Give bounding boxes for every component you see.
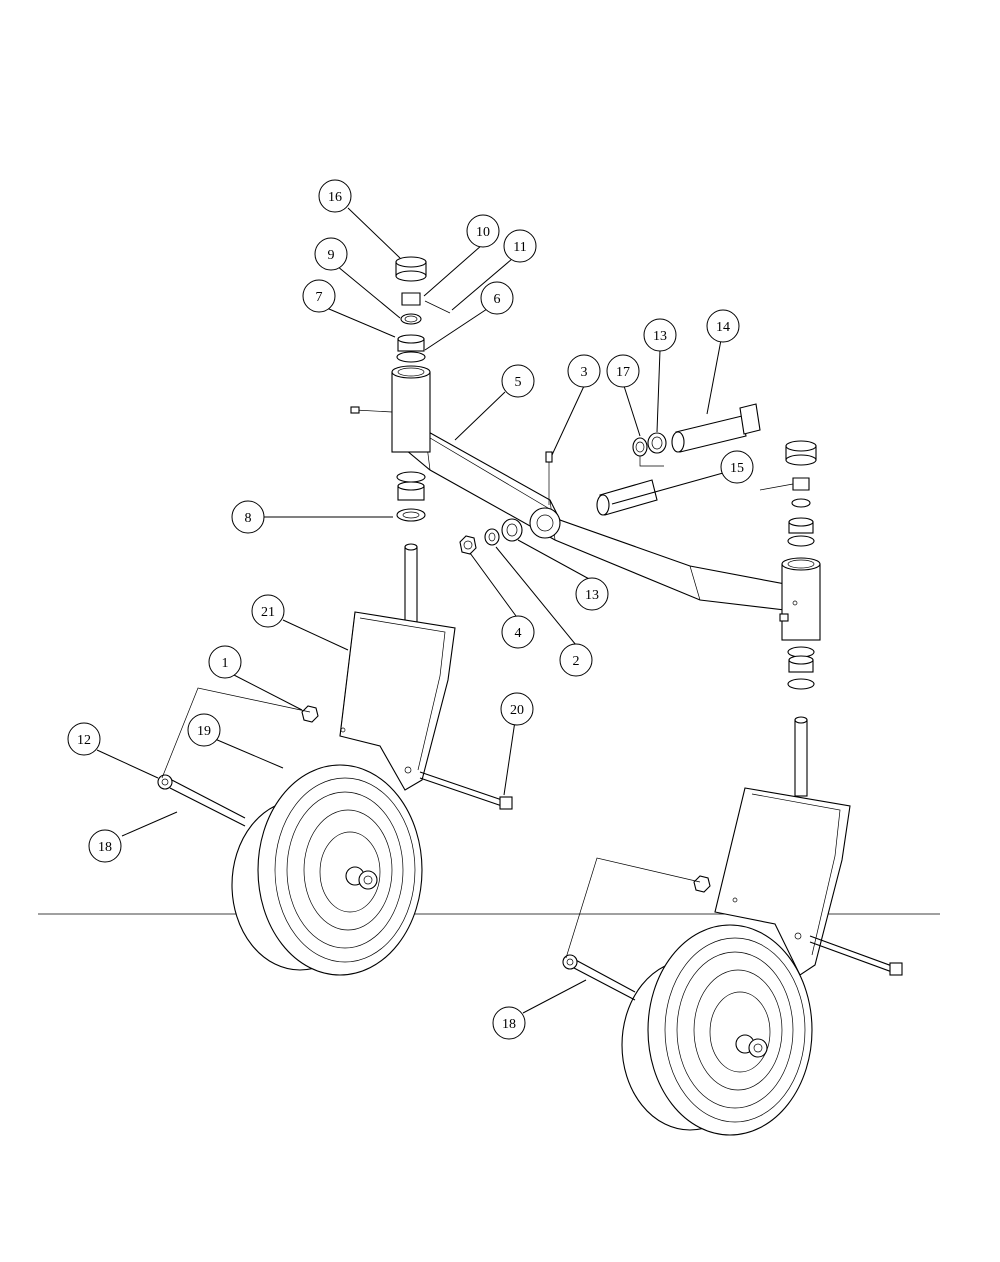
svg-text:11: 11: [513, 240, 526, 255]
callout-5: 5: [501, 364, 535, 398]
callout-12: 12: [67, 722, 101, 756]
callout-2: 2: [559, 643, 593, 677]
callout-10: 10: [466, 214, 500, 248]
left-wheel-axle: [157, 687, 311, 827]
right-spindle-housing: [779, 557, 821, 641]
left-lower-stack: [396, 471, 426, 522]
svg-text:7: 7: [316, 290, 323, 305]
callout-16: 16: [318, 179, 352, 213]
svg-text:18: 18: [502, 1017, 516, 1032]
callout-6: 6: [480, 281, 514, 315]
left-caster-bolt: [301, 705, 513, 810]
svg-text:8: 8: [245, 511, 252, 526]
callout-3: 3: [567, 354, 601, 388]
left-upper-stack: [395, 256, 451, 363]
left-spindle-housing: [350, 365, 431, 453]
callout-8: 8: [231, 500, 265, 534]
leader-lines: [96, 207, 724, 1014]
svg-text:10: 10: [476, 225, 490, 240]
left-caster-fork: [339, 543, 456, 791]
svg-text:13: 13: [653, 329, 667, 344]
right-lower-stack: [787, 646, 815, 690]
svg-text:17: 17: [616, 365, 630, 380]
svg-text:2: 2: [573, 654, 580, 669]
callout-19: 19: [187, 713, 221, 747]
pivot-bolt-group: [596, 403, 761, 516]
svg-text:15: 15: [730, 461, 744, 476]
callout-1: 1: [208, 645, 242, 679]
callout-4: 4: [501, 615, 535, 649]
callout-18-left: 18: [88, 829, 122, 863]
right-wheel: [621, 924, 813, 1136]
callout-18-right: 18: [492, 1006, 526, 1040]
svg-text:1: 1: [222, 656, 229, 671]
svg-text:14: 14: [716, 320, 730, 335]
svg-text:5: 5: [515, 375, 522, 390]
right-caster-bolt: [693, 875, 903, 976]
svg-text:4: 4: [515, 626, 522, 641]
right-wheel-axle: [562, 857, 701, 1001]
callout-21: 21: [251, 594, 285, 628]
callout-9: 9: [314, 237, 348, 271]
callout-15: 15: [720, 450, 754, 484]
svg-text:18: 18: [98, 840, 112, 855]
svg-text:20: 20: [510, 703, 524, 718]
callout-14: 14: [706, 309, 740, 343]
callout-13-lower: 13: [575, 577, 609, 611]
callout-17: 17: [606, 354, 640, 388]
right-caster-fork: [714, 716, 851, 976]
callout-13-upper: 13: [643, 318, 677, 352]
right-upper-stack: [759, 440, 817, 547]
svg-text:21: 21: [261, 605, 275, 620]
svg-text:9: 9: [328, 248, 335, 263]
svg-text:12: 12: [77, 733, 91, 748]
svg-text:6: 6: [494, 292, 501, 307]
svg-text:3: 3: [581, 365, 588, 380]
callout-7: 7: [302, 279, 336, 313]
left-wheel: [231, 764, 423, 976]
svg-text:16: 16: [328, 190, 342, 205]
svg-text:19: 19: [197, 724, 211, 739]
svg-text:13: 13: [585, 588, 599, 603]
callout-20: 20: [500, 692, 534, 726]
callout-11: 11: [503, 229, 537, 263]
center-pivot: [459, 451, 561, 555]
